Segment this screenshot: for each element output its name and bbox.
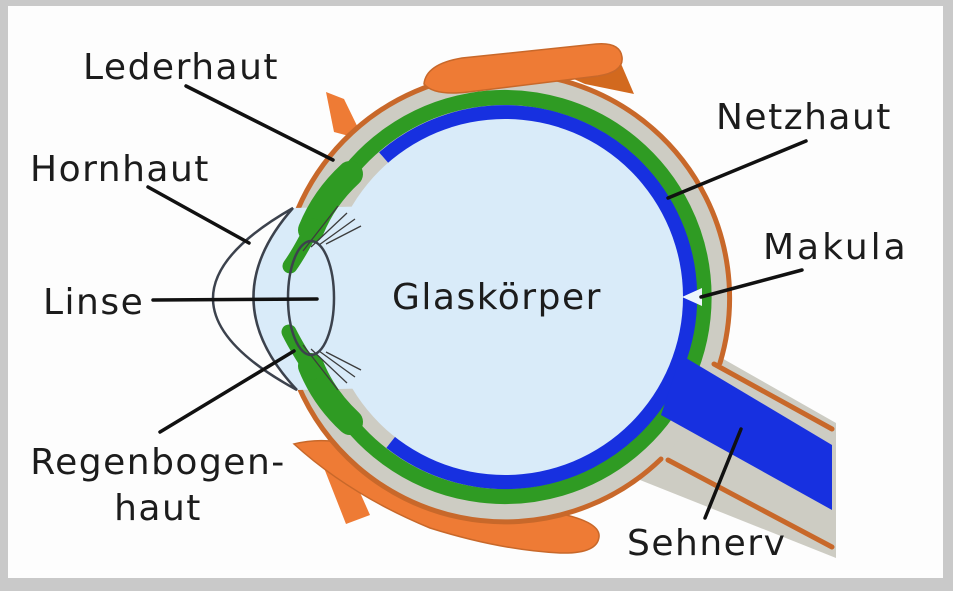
- sclera-outline-lower-arc: [295, 382, 664, 525]
- label-linse: Linse: [43, 282, 145, 323]
- label-regenbogenhaut-line2: haut: [114, 488, 202, 529]
- leader-line-netzhaut: [666, 139, 808, 200]
- optic-nerve-sheath-edge-lower: [665, 457, 835, 550]
- eye-muscle-top: [423, 43, 623, 94]
- sclera-outline-upper-arc: [295, 70, 733, 366]
- vitreous-body: [327, 119, 683, 475]
- leader-line-makula: [699, 268, 804, 299]
- macula-notch: [682, 288, 702, 306]
- label-regenbogenhaut-line1: Regenbogen-: [30, 442, 286, 483]
- label-sehnerv: Sehnerv: [627, 523, 787, 564]
- optic-nerve-sheath-edge-upper: [711, 361, 835, 432]
- label-glaskoerper: Glaskörper: [392, 277, 602, 318]
- retina-ring: [379, 105, 698, 490]
- leader-line-regenbogenhaut: [158, 349, 296, 434]
- leader-line-linse: [151, 297, 319, 302]
- cornea: [211, 206, 298, 392]
- leader-line-lederhaut: [184, 84, 335, 162]
- label-hornhaut: Hornhaut: [30, 149, 210, 190]
- label-makula: Makula: [763, 227, 909, 268]
- label-netzhaut: Netzhaut: [716, 97, 892, 138]
- iris-bottom: [281, 324, 321, 380]
- label-regenbogenhaut: Regenbogen- haut: [8, 440, 308, 532]
- label-lederhaut: Lederhaut: [83, 47, 280, 88]
- zonule-fibers: [302, 205, 362, 391]
- leader-line-hornhaut: [146, 185, 251, 245]
- optic-nerve-band: [661, 355, 832, 510]
- leader-line-sehnerv: [703, 427, 743, 520]
